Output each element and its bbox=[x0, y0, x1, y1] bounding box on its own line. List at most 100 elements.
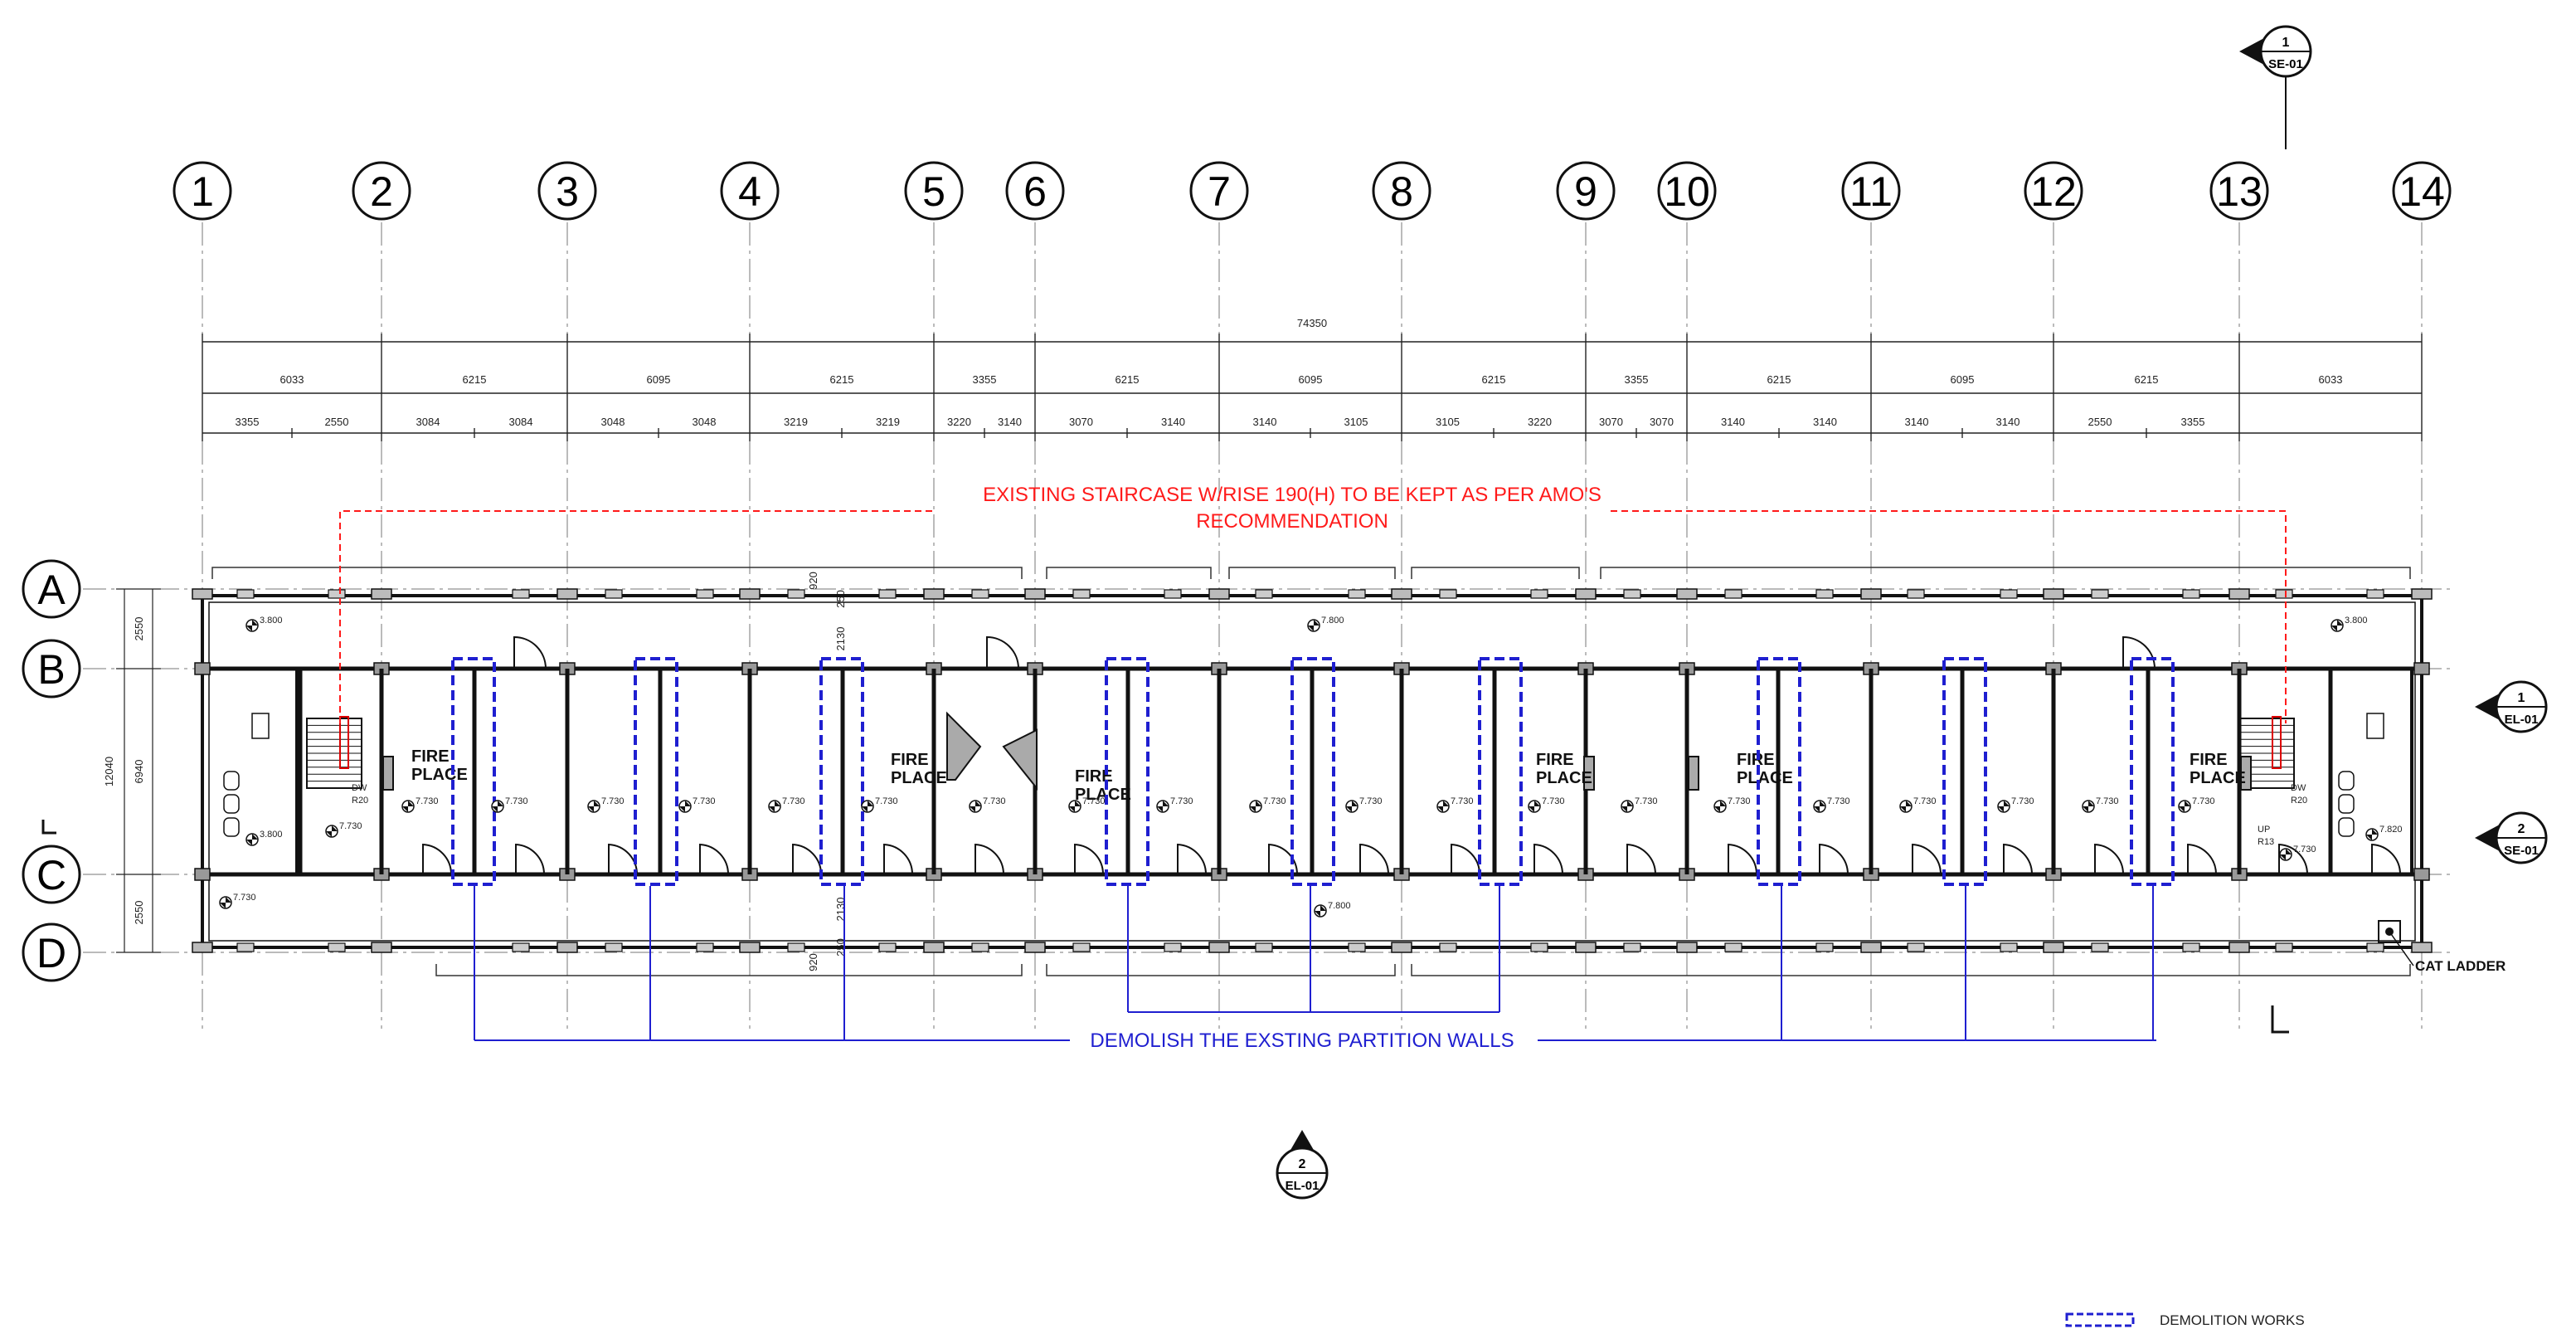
window-pad bbox=[2366, 942, 2384, 952]
dim-sub-value: 3140 bbox=[1721, 416, 1745, 428]
marker-number: 2 bbox=[1299, 1157, 1306, 1171]
level-marker: 7.730 bbox=[1899, 796, 1937, 813]
door-swing bbox=[1359, 843, 1390, 875]
column-pad bbox=[1575, 942, 1597, 953]
level-marker-value: 7.730 bbox=[1082, 796, 1106, 806]
level-marker-value: 7.730 bbox=[2011, 796, 2034, 806]
door-swing bbox=[1451, 843, 1481, 875]
level-marker-fill bbox=[402, 801, 414, 812]
window-pad bbox=[236, 589, 255, 599]
column-pad bbox=[1575, 588, 1597, 600]
dim-left-value: 2550 bbox=[133, 617, 145, 641]
level-marker: 7.730 bbox=[1528, 796, 1565, 813]
roof-bracket-top bbox=[1600, 567, 2411, 579]
grid-bubble-col-3: 3 bbox=[537, 161, 597, 221]
level-marker-value: 7.730 bbox=[1542, 796, 1565, 806]
level-marker-value: 7.730 bbox=[983, 796, 1006, 806]
level-marker-value: 3.800 bbox=[260, 830, 283, 840]
window-pad bbox=[1164, 942, 1182, 952]
marker-right-upper: 1EL-01 bbox=[2475, 680, 2548, 733]
door-swing bbox=[986, 635, 1019, 669]
section-cut-left bbox=[41, 820, 56, 835]
dim-left-value: 6940 bbox=[133, 760, 145, 784]
fireplace-label-line2: PLACE bbox=[1536, 769, 1592, 787]
level-marker: 7.730 bbox=[1156, 796, 1193, 813]
cat-ladder-label: CAT LADDER bbox=[2415, 958, 2506, 974]
dim-sub-value: 3070 bbox=[1069, 416, 1093, 428]
level-marker: 7.730 bbox=[587, 796, 625, 813]
level-marker-fill bbox=[1621, 801, 1633, 812]
column-pad bbox=[2043, 942, 2064, 953]
grid-bubble-label: B bbox=[37, 646, 65, 693]
column-pad bbox=[2228, 942, 2250, 953]
level-marker-value: 7.730 bbox=[1827, 796, 1850, 806]
level-marker-fill bbox=[2331, 620, 2343, 631]
level-marker-value: 7.730 bbox=[2293, 845, 2316, 854]
column-pad bbox=[2043, 588, 2064, 600]
fireplace bbox=[1002, 728, 1038, 791]
basin bbox=[2366, 713, 2384, 739]
r13-label: R13 bbox=[2258, 837, 2274, 847]
wc bbox=[2338, 817, 2355, 837]
cat-ladder-leader bbox=[2389, 931, 2414, 966]
grid-bubble-label: 13 bbox=[2216, 168, 2263, 215]
grid-bubble-label: 3 bbox=[556, 168, 579, 215]
level-marker: 7.730 bbox=[1621, 796, 1658, 813]
grid-bubble-col-11: 11 bbox=[1841, 161, 1901, 221]
window-pad bbox=[1530, 942, 1548, 952]
grid-bubble-col-4: 4 bbox=[720, 161, 780, 221]
grid-bubble-col-1: 1 bbox=[173, 161, 232, 221]
grid-bubble-col-12: 12 bbox=[2024, 161, 2083, 221]
door-swing bbox=[792, 843, 823, 875]
grid-bubble-circle bbox=[1005, 161, 1065, 221]
window-pad bbox=[1348, 942, 1366, 952]
column-pad bbox=[1391, 942, 1412, 953]
grid-bubble-label: 8 bbox=[1390, 168, 1413, 215]
fireplace-label-line2: PLACE bbox=[1737, 769, 1793, 787]
level-marker: 7.730 bbox=[325, 821, 362, 838]
staircase-leader-left bbox=[339, 510, 936, 723]
marker-number: 1 bbox=[2518, 691, 2525, 705]
column-pad bbox=[192, 588, 213, 600]
dim-sub-value: 3220 bbox=[947, 416, 971, 428]
column-pad bbox=[1860, 942, 1882, 953]
grid-bubble-col-10: 10 bbox=[1657, 161, 1717, 221]
staircase bbox=[306, 716, 362, 789]
level-marker-value: 3.800 bbox=[2345, 616, 2368, 626]
door-swing bbox=[975, 843, 1005, 875]
fireplace-label-line1: FIRE bbox=[1536, 751, 1574, 769]
door-swing bbox=[2278, 843, 2309, 875]
grid-bubble-label: 11 bbox=[1849, 168, 1893, 215]
dim-bay-value: 6095 bbox=[647, 373, 671, 386]
dim-sub-value: 3219 bbox=[784, 416, 808, 428]
level-marker: 3.800 bbox=[2331, 616, 2368, 632]
grid-bubble-circle bbox=[1556, 161, 1616, 221]
dim-left-value: 12040 bbox=[103, 757, 115, 786]
grid-bubble-circle bbox=[22, 923, 81, 982]
grid-bubble-circle bbox=[173, 161, 232, 221]
level-marker-value: 7.730 bbox=[233, 893, 256, 903]
demolition-box bbox=[2130, 657, 2175, 886]
level-marker: 7.820 bbox=[2365, 825, 2403, 841]
demolition-box bbox=[1757, 657, 1801, 886]
outer-wall bbox=[201, 594, 2423, 949]
dim-sub-value: 3105 bbox=[1344, 416, 1368, 428]
section-cut-right bbox=[2271, 1005, 2289, 1034]
fireplace-label-line2: PLACE bbox=[411, 766, 468, 784]
window-pad bbox=[1072, 942, 1091, 952]
door-swing bbox=[513, 635, 547, 669]
fireplace bbox=[1688, 756, 1699, 791]
roof-bracket-top bbox=[1411, 567, 1580, 579]
grid-bubble-label: 6 bbox=[1023, 168, 1047, 215]
grid-bubble-label: D bbox=[36, 930, 66, 976]
door-swing bbox=[1268, 843, 1299, 875]
demolition-box bbox=[451, 657, 496, 886]
level-marker-fill bbox=[1308, 620, 1320, 631]
level-marker-value: 7.730 bbox=[693, 796, 716, 806]
grid-bubble-label: 14 bbox=[2399, 168, 2445, 215]
level-marker-value: 7.800 bbox=[1321, 616, 1344, 626]
roof-bracket-top bbox=[1228, 567, 1396, 579]
dim-bay-value: 6095 bbox=[1951, 373, 1975, 386]
